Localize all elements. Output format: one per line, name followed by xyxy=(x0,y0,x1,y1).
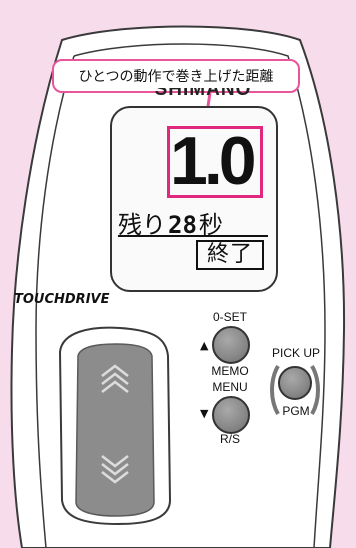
distance-value: 1.0 xyxy=(170,123,257,199)
touchdrive-logo: TOUCHDRIVE xyxy=(14,292,110,307)
triangle-up-icon: ▲ xyxy=(200,339,209,352)
lcd-screen xyxy=(110,106,278,292)
remaining-unit: 秒 xyxy=(198,211,223,239)
chevron-double-up-icon xyxy=(101,364,129,393)
oset-memo-button[interactable] xyxy=(212,326,250,364)
pgm-label: PGM xyxy=(282,404,310,418)
menu-label: MENU xyxy=(212,380,248,394)
callout-label: ひとつの動作で巻き上げた距離 xyxy=(52,59,300,93)
remaining-label: 残り xyxy=(118,211,166,239)
remaining-underline xyxy=(118,235,268,237)
triangle-down-icon: ▼ xyxy=(200,407,209,420)
memo-label: MEMO xyxy=(211,364,249,378)
menu-rs-button[interactable] xyxy=(212,396,250,434)
brand-label: SHIMANO xyxy=(154,88,252,100)
oset-label: 0-SET xyxy=(212,310,247,324)
chevron-double-down-icon xyxy=(101,455,129,484)
end-button[interactable]: 終了 xyxy=(196,240,264,270)
remaining-time: 残り28秒 xyxy=(118,205,268,239)
pickup-pgm-button[interactable] xyxy=(278,366,312,400)
remaining-value: 28 xyxy=(168,211,197,239)
value-highlight-box: 1.0 xyxy=(167,123,263,199)
rs-label: R/S xyxy=(219,432,240,446)
touch-pad[interactable] xyxy=(70,340,160,518)
pickup-label: PICK UP xyxy=(271,346,320,360)
